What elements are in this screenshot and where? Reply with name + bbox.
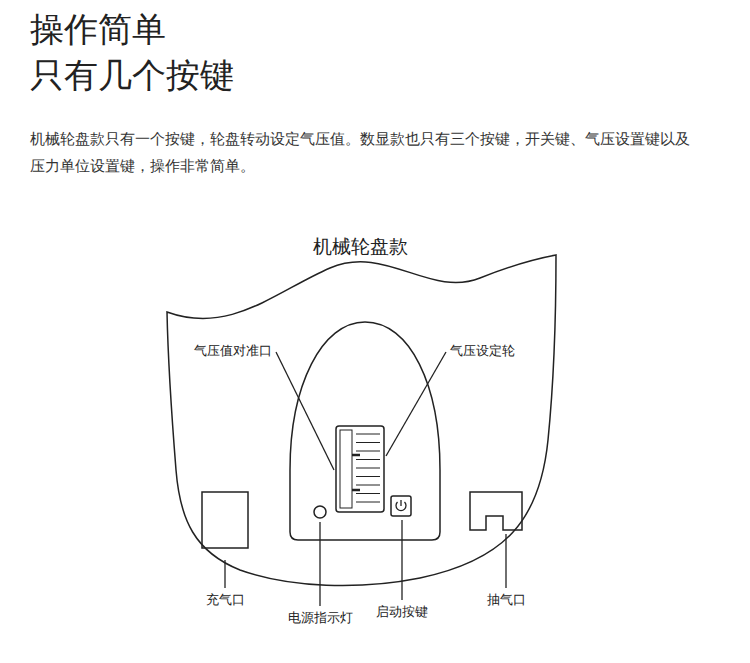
dial-stripe: [356, 493, 380, 494]
power-indicator: [314, 506, 326, 518]
inflate-port: [202, 492, 248, 548]
dial-stripe: [356, 442, 380, 443]
figure-heading: 机械轮盘款: [313, 234, 408, 260]
dial-mark: [352, 455, 360, 490]
dial-stripe: [356, 451, 380, 452]
dial-stripe: [356, 459, 380, 460]
dial-stripe: [356, 485, 380, 486]
deflate-port: [470, 492, 522, 530]
pressure-dial: [336, 426, 384, 512]
part-label: 抽气口: [487, 591, 526, 609]
power-symbol: [396, 500, 406, 511]
dial-stripe: [356, 476, 380, 477]
page-title: 操作简单 只有几个按键: [30, 6, 290, 98]
part-label: 气压值对准口: [194, 342, 272, 360]
dial-window: [340, 430, 352, 508]
part-label: 充气口: [206, 591, 245, 609]
control-panel: [290, 322, 440, 540]
part-label: 启动按键: [376, 603, 428, 621]
dial-stripe: [356, 468, 380, 469]
start-button: [391, 496, 411, 516]
dial-stripe: [356, 502, 380, 503]
part-label: 电源指示灯: [288, 609, 353, 627]
leader-lines: [225, 352, 506, 606]
device-housing: [167, 255, 556, 586]
description-text: 机械轮盘款只有一个按键，轮盘转动设定气压值。数显款也只有三个按键，开关键、气压设…: [30, 126, 700, 180]
part-label: 气压设定轮: [450, 342, 515, 360]
dial-stripe: [356, 434, 380, 435]
